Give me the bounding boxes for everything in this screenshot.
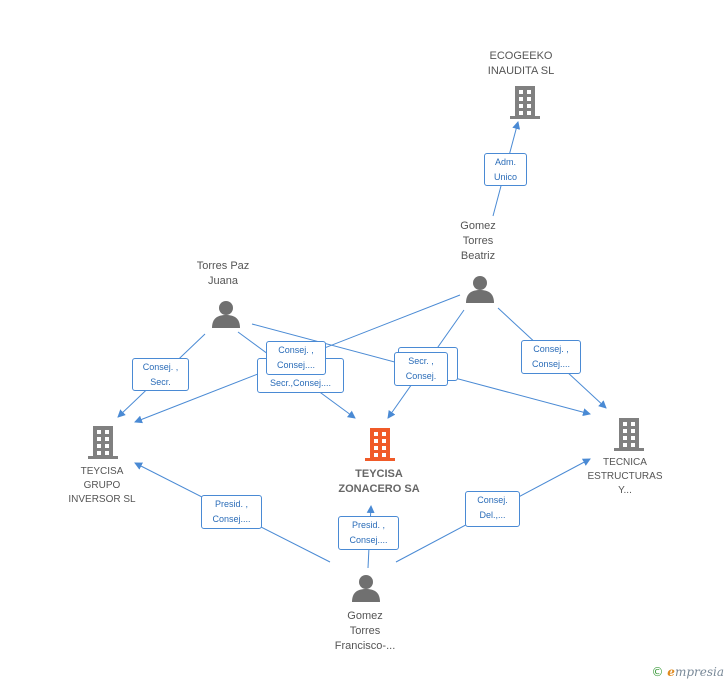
node-label-tecnica[interactable]: TECNICA ESTRUCTURAS Y... bbox=[587, 457, 663, 496]
relation-badge-secr-consej[interactable]: Secr. , Consej. bbox=[394, 352, 448, 386]
relation-badge-presid-consej-mid[interactable]: Presid. , Consej.... bbox=[338, 516, 399, 550]
node-label-gomez-beatriz[interactable]: Gomez Torres Beatriz bbox=[460, 220, 496, 262]
node-label-gomez-francisco[interactable]: Gomez Torres Francisco-... bbox=[334, 610, 396, 652]
brand-name: mpresia bbox=[674, 665, 724, 679]
node-label-torres-paz[interactable]: Torres Paz Juana bbox=[196, 260, 250, 287]
person-icon bbox=[212, 301, 240, 328]
relation-badge-consej-consej[interactable]: Consej. , Consej.... bbox=[266, 341, 326, 375]
relation-badge-adm-unico[interactable]: Adm. Unico bbox=[484, 153, 527, 186]
node-label-teycisa-grupo[interactable]: TEYCISA GRUPO INVERSOR SL bbox=[68, 466, 136, 505]
building-icon bbox=[614, 418, 644, 451]
node-label-teycisa-zonacero[interactable]: TEYCISA ZONACERO SA bbox=[338, 468, 420, 495]
node-label-ecogeeko[interactable]: ECOGEEKO INAUDITA SL bbox=[487, 50, 555, 77]
building-icon bbox=[88, 426, 118, 459]
relation-badge-presid-consej-left[interactable]: Presid. , Consej.... bbox=[201, 495, 262, 529]
relation-badge-consej-consej-right[interactable]: Consej. , Consej.... bbox=[521, 340, 581, 374]
relation-badge-consej-del[interactable]: Consej. Del.,... bbox=[465, 491, 520, 527]
empresia-logo[interactable]: © empresia bbox=[651, 665, 724, 679]
copyright-symbol: © bbox=[651, 665, 664, 679]
person-icon bbox=[466, 276, 494, 303]
building-icon bbox=[365, 428, 395, 461]
person-icon bbox=[352, 575, 380, 602]
brand-letter-e: e bbox=[667, 665, 675, 679]
building-icon bbox=[510, 86, 540, 119]
relation-badge-consej-secr[interactable]: Consej. , Secr. bbox=[132, 358, 189, 391]
